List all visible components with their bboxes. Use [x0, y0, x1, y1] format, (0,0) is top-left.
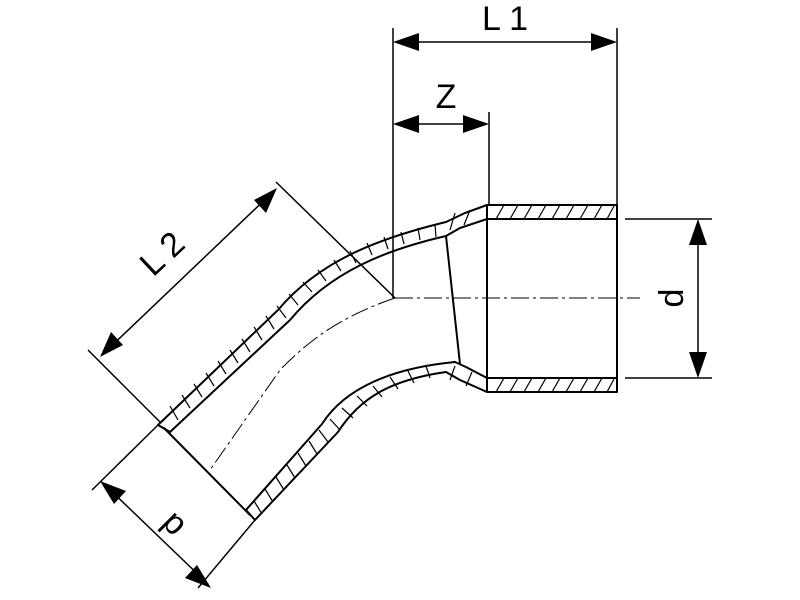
l1-label: L 1: [482, 0, 528, 38]
d-left-label: d: [152, 506, 192, 546]
d-right-label: d: [653, 289, 691, 308]
d-left-arrow-top: [100, 481, 126, 504]
d-left-arrow-bottom: [185, 565, 211, 588]
elbow-hatching-inner: [253, 365, 431, 515]
socket-right-hatching-bottom: [495, 377, 615, 393]
d-right-arrow-top: [689, 219, 707, 245]
dimension-l1: L 1: [392, 0, 618, 298]
l2-arrow-top: [254, 188, 277, 213]
l2-label: L 2: [133, 224, 193, 283]
l1-arrow-right: [591, 33, 617, 51]
z-arrow-left: [393, 115, 419, 133]
elbow-body: [157, 221, 456, 521]
transition-taper: [445, 204, 488, 393]
l1-arrow-left: [393, 33, 419, 51]
z-label: Z: [436, 78, 457, 116]
dimension-z: Z: [393, 78, 490, 205]
dimension-d-right: d: [625, 218, 712, 379]
z-arrow-right: [463, 115, 489, 133]
d-right-arrow-bottom: [689, 352, 707, 378]
dimension-l2: L 2: [87, 181, 396, 423]
socket-right-hatching-top: [495, 204, 615, 220]
l2-arrow-bottom: [100, 332, 123, 357]
dimension-d-left: d: [91, 424, 256, 589]
elbow-hatching-outer: [169, 224, 437, 421]
center-lines: [209, 297, 640, 471]
